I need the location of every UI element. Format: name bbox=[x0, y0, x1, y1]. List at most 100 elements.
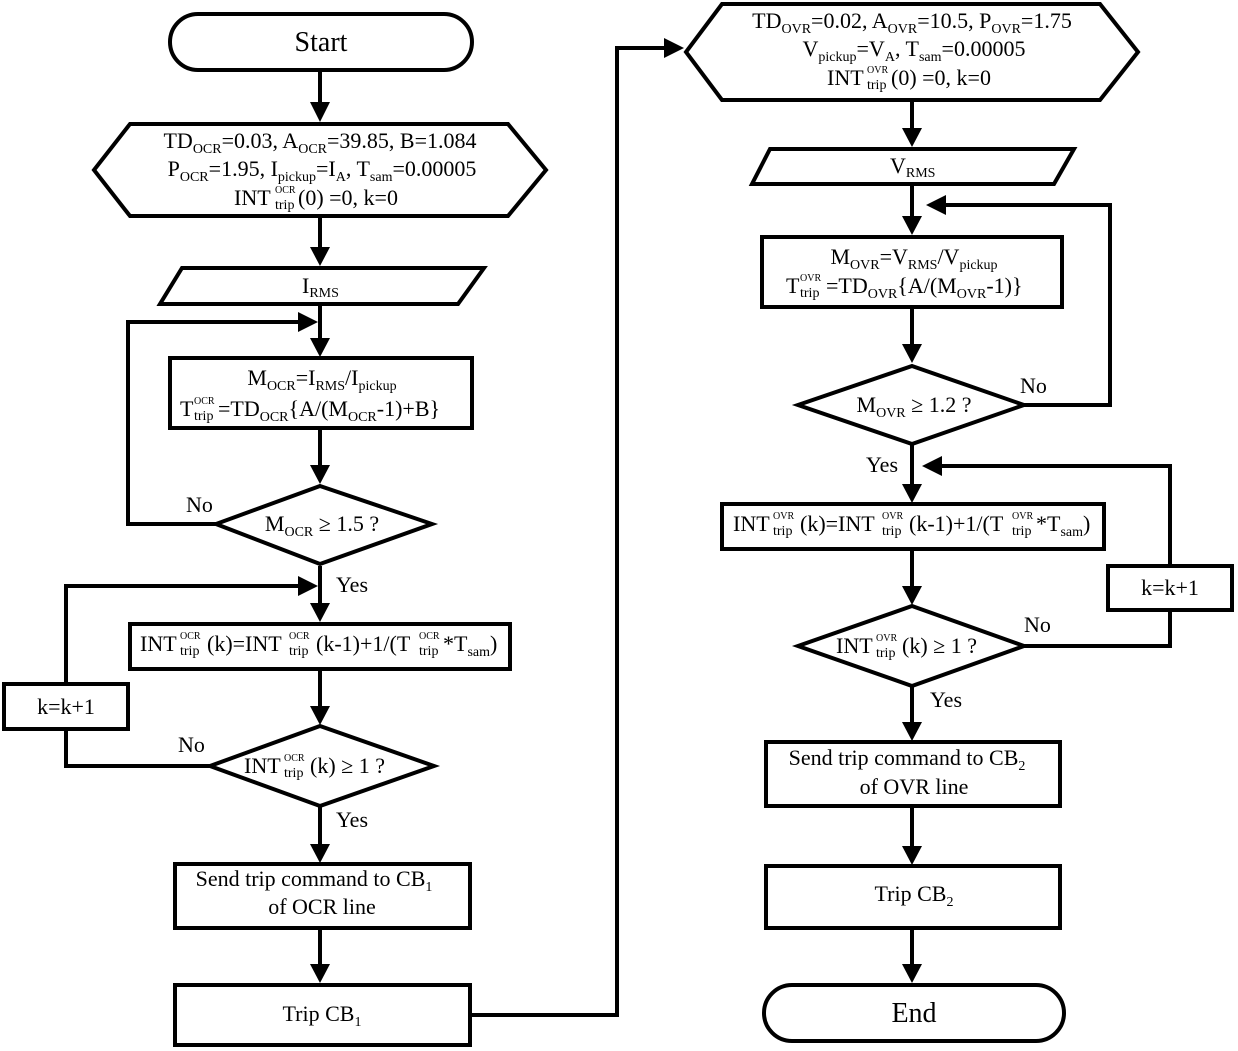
ovr-trip-label: Trip CB2 bbox=[875, 881, 954, 910]
ovr-decision-int-a: INT bbox=[836, 633, 873, 658]
ocr-init-line3-sup: OCR bbox=[275, 185, 296, 196]
ovr-decision-int-no: No bbox=[1024, 612, 1051, 637]
ovr-send-line1: Send trip command to CB2 bbox=[789, 745, 1026, 774]
arrowhead bbox=[310, 102, 330, 122]
ocr-calc-line1: MOCR=IRMS/Ipickup bbox=[247, 365, 396, 394]
ocr-integral-d: *Tsam) bbox=[443, 631, 497, 660]
ocr-decision-int: INT OCR trip (k) ≥ 1 ? bbox=[204, 723, 441, 809]
loop-kinc-ocr bbox=[64, 584, 300, 684]
ovr-kinc-block: k=k+1 bbox=[1106, 564, 1234, 612]
ovr-decision-m-yes: Yes bbox=[866, 452, 898, 477]
ovr-kinc-label: k=k+1 bbox=[1141, 575, 1199, 600]
arrowhead bbox=[310, 465, 330, 484]
ocr-init-line3-main: INT bbox=[234, 185, 271, 210]
ovr-integral-a: INT bbox=[733, 511, 770, 536]
ocr-init-line3-tail: (0) =0, k=0 bbox=[298, 185, 398, 210]
ocr-init-block: TDOCR=0.03, AOCR=39.85, B=1.084 POCR=1.9… bbox=[91, 122, 549, 218]
ocr-decision-int-b: (k) ≥ 1 ? bbox=[310, 753, 385, 778]
ocr-calc-line2-sub: trip bbox=[194, 409, 213, 424]
end-terminal: End bbox=[762, 983, 1066, 1043]
arrowhead bbox=[902, 846, 922, 865]
ocr-decision-int-sub: trip bbox=[284, 766, 303, 781]
ovr-init-line2: Vpickup=VA, Tsam=0.00005 bbox=[803, 36, 1026, 65]
ocr-trip-block: Trip CB1 bbox=[173, 983, 472, 1047]
arrowhead bbox=[298, 576, 318, 596]
ocr-kinc-block: k=k+1 bbox=[2, 682, 130, 731]
ocr-trip-label: Trip CB1 bbox=[283, 1001, 362, 1030]
ovr-decision-int-sub: trip bbox=[876, 646, 895, 661]
ovr-init-block: TDOVR=0.02, AOVR=10.5, POVR=1.75 Vpickup… bbox=[683, 2, 1141, 102]
ocr-integral-a: INT bbox=[140, 631, 177, 656]
ovr-calc-line2-sup: OVR bbox=[800, 273, 821, 284]
ocr-decision-int-a: INT bbox=[244, 753, 281, 778]
loop-no-ocr-decision bbox=[126, 320, 300, 526]
ovr-trip-block: Trip CB2 bbox=[764, 864, 1062, 930]
ovr-send-line2: of OVR line bbox=[860, 774, 969, 799]
arrowhead bbox=[310, 706, 330, 725]
arrowhead bbox=[922, 456, 942, 476]
ocr-input-label: IRMS bbox=[302, 273, 339, 301]
ovr-integral-c-sup: OVR bbox=[1012, 511, 1033, 522]
arrowhead bbox=[310, 964, 330, 983]
start-label: Start bbox=[295, 27, 348, 58]
end-label: End bbox=[891, 998, 936, 1029]
ovr-input-block: VRMS bbox=[748, 147, 1078, 186]
ovr-integral-c-sub: trip bbox=[1012, 524, 1031, 539]
arrowhead bbox=[902, 344, 922, 363]
ovr-integral-b-sup: OVR bbox=[882, 511, 903, 522]
ocr-send-block: Send trip command to CB1 of OCR line bbox=[173, 862, 472, 930]
ovr-calc-line1: MOVR=VRMS/Vpickup bbox=[830, 244, 997, 273]
ovr-integral-block: INT OVR trip (k)=INT OVR trip (k-1)+1/(T… bbox=[720, 502, 1106, 551]
ocr-init-line2: POCR=1.95, Ipickup=IA, Tsam=0.00005 bbox=[168, 156, 477, 185]
arrowhead bbox=[310, 247, 330, 266]
ocr-decision-int-yes: Yes bbox=[336, 807, 368, 832]
ovr-decision-int-b: (k) ≥ 1 ? bbox=[902, 633, 977, 658]
arrowhead bbox=[902, 128, 922, 147]
arrowhead bbox=[902, 586, 922, 605]
ovr-calc-line2-t: T bbox=[786, 273, 800, 298]
arrowhead bbox=[310, 603, 330, 622]
ovr-calc-line2-rest: =TDOVR{A/(MOVR-1)} bbox=[826, 273, 1023, 302]
loop-no-ovr-integral bbox=[1024, 610, 1172, 648]
ocr-integral-b: (k)=INT bbox=[207, 631, 282, 656]
arrowhead bbox=[664, 38, 684, 58]
arrowhead bbox=[310, 844, 330, 863]
ocr-decision-int-sup: OCR bbox=[284, 753, 305, 764]
ocr-init-line1: TDOCR=0.03, AOCR=39.85, B=1.084 bbox=[163, 128, 476, 157]
ovr-input-label: VRMS bbox=[890, 153, 935, 181]
ovr-decision-int-yes: Yes bbox=[930, 687, 962, 712]
loop-no-ovr-decision bbox=[944, 203, 1112, 407]
ovr-send-block: Send trip command to CB2 of OVR line bbox=[764, 740, 1062, 808]
start-terminal: Start bbox=[168, 12, 474, 72]
ocr-integral-a-sup: OCR bbox=[180, 631, 201, 642]
ocr-send-line2: of OCR line bbox=[268, 894, 376, 919]
arrowhead bbox=[902, 216, 922, 235]
arrowhead bbox=[902, 722, 922, 741]
ocr-integral-block: INT OCR trip (k)=INT OCR trip (k-1)+1/(T… bbox=[128, 622, 512, 671]
link-left-to-right bbox=[470, 46, 666, 1017]
ocr-integral-c-sub: trip bbox=[419, 644, 438, 659]
loop-kinc-ovr bbox=[940, 464, 1172, 566]
ocr-decision-m: MOCR ≥ 1.5 ? bbox=[210, 483, 439, 567]
ocr-integral-c: (k-1)+1/(T bbox=[316, 631, 411, 656]
ocr-calc-line2-rest: =TDOCR{A/(MOCR-1)+B} bbox=[218, 396, 440, 425]
ocr-input-block: IRMS bbox=[156, 266, 488, 306]
ovr-init-line3-tail: (0) =0, k=0 bbox=[891, 65, 991, 90]
arrowhead bbox=[902, 964, 922, 983]
ovr-integral-a-sub: trip bbox=[773, 524, 792, 539]
ocr-integral-b-sup: OCR bbox=[289, 631, 310, 642]
ocr-decision-m-yes: Yes bbox=[336, 572, 368, 597]
ovr-calc-line2-sub: trip bbox=[800, 286, 819, 301]
ovr-decision-int-sup: OVR bbox=[876, 633, 897, 644]
ocr-decision-int-no: No bbox=[178, 732, 205, 757]
ocr-decision-m-no: No bbox=[186, 492, 213, 517]
ovr-integral-c: (k-1)+1/(T bbox=[909, 511, 1004, 536]
ocr-integral-b-sub: trip bbox=[289, 644, 308, 659]
connectors bbox=[64, 38, 1172, 1017]
ovr-integral-a-sup: OVR bbox=[773, 511, 794, 522]
ovr-decision-m: MOVR ≥ 1.2 ? bbox=[791, 363, 1031, 447]
ovr-integral-d: *Tsam) bbox=[1036, 511, 1090, 540]
ovr-integral-b: (k)=INT bbox=[800, 511, 875, 536]
ovr-decision-m-label: MOVR ≥ 1.2 ? bbox=[857, 392, 972, 421]
